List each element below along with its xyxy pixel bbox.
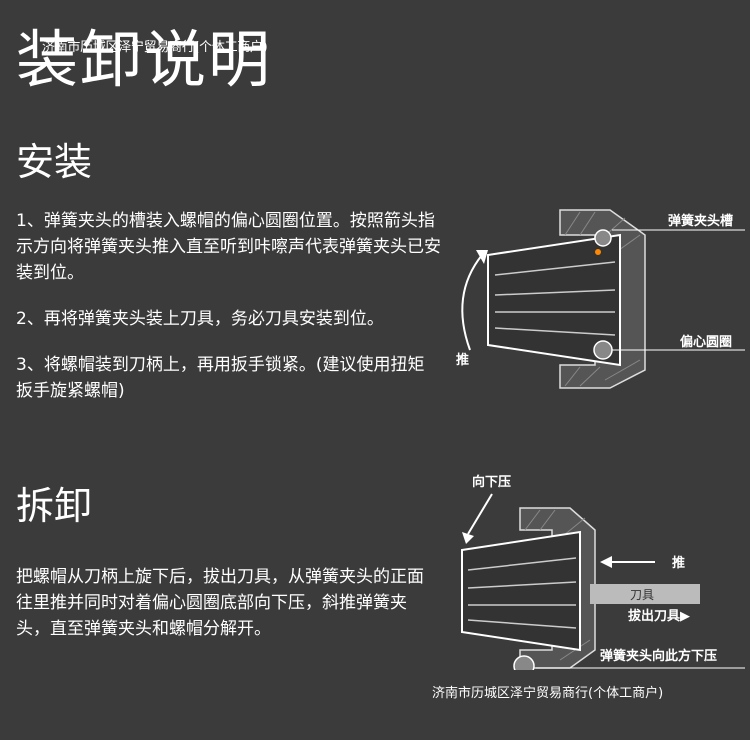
collet-body xyxy=(462,532,580,650)
groove-marker-icon xyxy=(595,249,601,255)
remove-heading: 拆卸 xyxy=(16,484,92,530)
collet-groove-icon xyxy=(595,230,611,246)
watermark-top: 济南市历城区泽宁贸易商行(个体工商户) xyxy=(42,36,267,55)
press-down-label: 向下压 xyxy=(472,474,511,490)
install-diagram: 推 弹簧夹头槽 偏心圆圈 xyxy=(440,200,750,400)
install-step-2: 2、再将弹簧夹头装上刀具，务必刀具安装到位。 xyxy=(16,306,446,332)
tool-label: 刀具 xyxy=(630,588,654,602)
watermark-bottom: 济南市历城区泽宁贸易商行(个体工商户) xyxy=(432,682,663,701)
install-push-label: 推 xyxy=(456,352,469,368)
pull-tool-label: 拔出刀具▶ xyxy=(628,608,690,624)
collet-direction-label: 弹簧夹头向此方下压 xyxy=(600,648,717,664)
install-step-3: 3、将螺帽装到刀柄上，再用扳手锁紧。(建议使用扭矩扳手旋紧螺帽) xyxy=(16,352,441,404)
curved-arrow-icon xyxy=(462,255,482,350)
page-title: 装卸说明 xyxy=(16,24,272,95)
eccentric-circle-icon xyxy=(514,656,534,670)
eccentric-label: 偏心圆圈 xyxy=(680,334,732,350)
install-step-1: 1、弹簧夹头的槽装入螺帽的偏心圆圈位置。按照箭头指示方向将弹簧夹头推入直至听到咔… xyxy=(16,208,441,286)
eccentric-circle-icon xyxy=(594,341,612,359)
press-arrow-icon xyxy=(468,494,492,534)
groove-label: 弹簧夹头槽 xyxy=(668,213,733,229)
remove-instructions: 把螺帽从刀柄上旋下后，拔出刀具，从弹簧夹头的正面往里推并同时对着偏心圆圈底部向下… xyxy=(16,564,426,642)
remove-diagram: 向下压 推 刀具 拔出刀具▶ 弹簧夹头向此方下压 xyxy=(440,470,750,670)
remove-push-label: 推 xyxy=(672,555,685,571)
install-heading: 安装 xyxy=(16,140,92,186)
